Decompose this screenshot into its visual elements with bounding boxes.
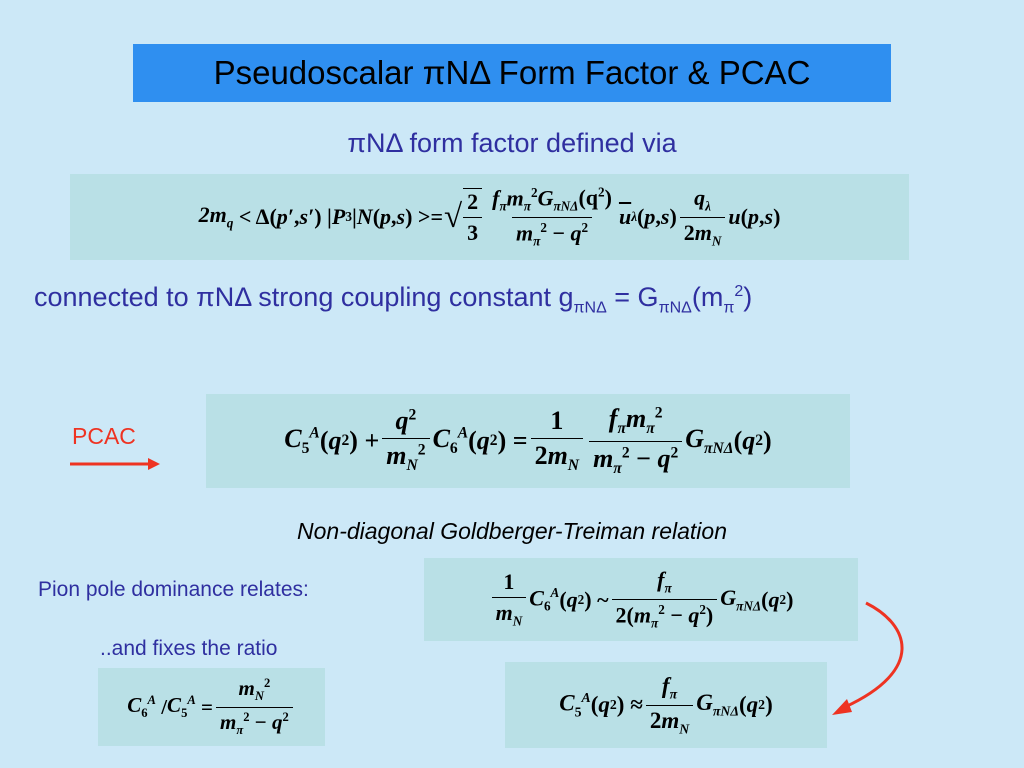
slide-title: Pseudoscalar πNΔ Form Factor & PCAC [133,44,891,102]
fixes-ratio-text: ..and fixes the ratio [100,637,278,660]
pion-pole-text: Pion pole dominance relates: [38,578,309,601]
curved-arrow-icon [832,601,904,715]
pcac-arrow-icon [70,458,160,470]
goldberger-treiman-caption: Non-diagonal Goldberger-Treiman relation [297,518,727,544]
form-factor-subtitle: πNΔ form factor defined via [347,128,677,158]
connected-to-coupling-text: connected to πNΔ strong coupling constan… [34,282,753,317]
pcac-label: PCAC [72,423,136,449]
